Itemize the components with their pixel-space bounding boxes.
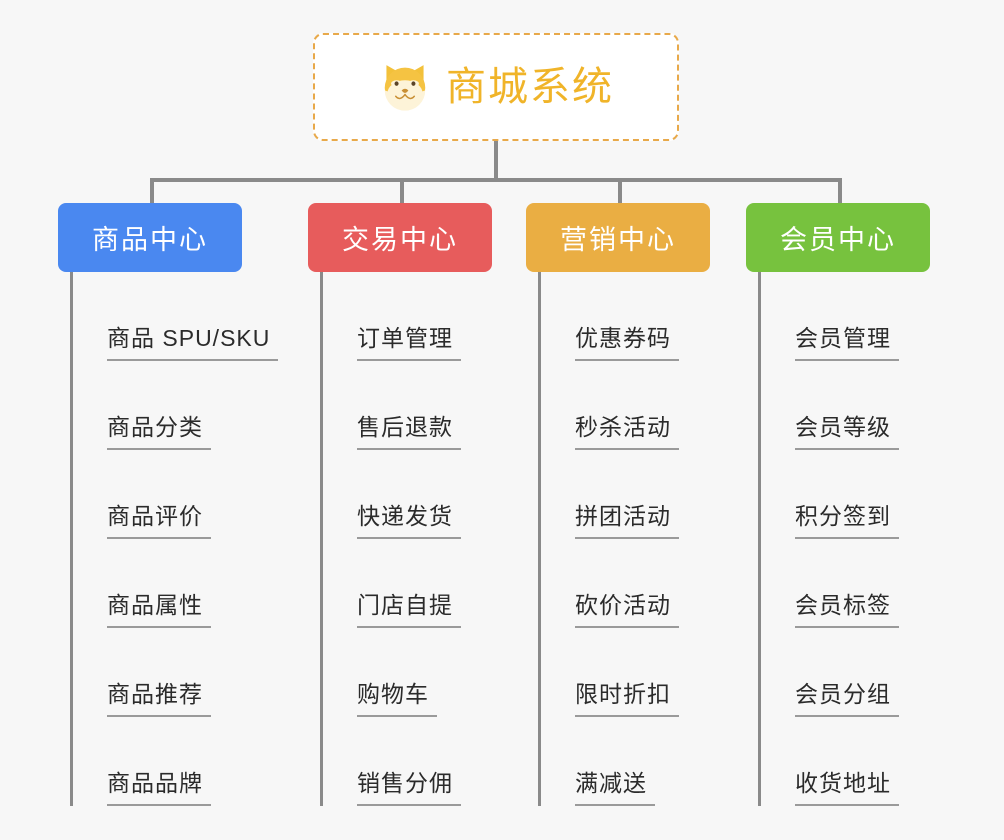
list-item[interactable]: 商品属性 (73, 539, 242, 628)
branch-header-member-center[interactable]: 会员中心 (746, 203, 930, 272)
list-item[interactable]: 砍价活动 (541, 539, 710, 628)
leaf-label: 商品品牌 (107, 764, 211, 806)
list-item[interactable]: 会员标签 (761, 539, 930, 628)
leaf-label: 销售分佣 (357, 764, 461, 806)
shiba-dog-face-icon (378, 60, 432, 114)
leaf-label: 秒杀活动 (575, 408, 679, 450)
list-item[interactable]: 购物车 (323, 628, 492, 717)
leaf-list-member-center: 会员管理 会员等级 积分签到 会员标签 会员分组 收货地址 (758, 272, 930, 806)
branch-header-product-center[interactable]: 商品中心 (58, 203, 242, 272)
connector-drop-product-center (150, 178, 154, 203)
leaf-label: 拼团活动 (575, 497, 679, 539)
connector-horizontal-bus (150, 178, 840, 182)
leaf-label: 购物车 (357, 675, 437, 717)
branch-label: 营销中心 (560, 225, 676, 255)
list-item[interactable]: 会员等级 (761, 361, 930, 450)
list-item[interactable]: 商品评价 (73, 450, 242, 539)
leaf-label: 商品属性 (107, 586, 211, 628)
leaf-label: 收货地址 (795, 764, 899, 806)
leaf-label: 订单管理 (357, 319, 461, 361)
connector-drop-member-center (838, 178, 842, 203)
list-item[interactable]: 销售分佣 (323, 717, 492, 806)
leaf-label: 砍价活动 (575, 586, 679, 628)
leaf-list-marketing-center: 优惠券码 秒杀活动 拼团活动 砍价活动 限时折扣 满减送 (538, 272, 710, 806)
leaf-label: 会员标签 (795, 586, 899, 628)
leaf-label: 积分签到 (795, 497, 899, 539)
leaf-label: 会员分组 (795, 675, 899, 717)
list-item[interactable]: 售后退款 (323, 361, 492, 450)
leaf-label: 快递发货 (357, 497, 461, 539)
leaf-label: 门店自提 (357, 586, 461, 628)
list-item[interactable]: 商品 SPU/SKU (73, 272, 279, 361)
branch-label: 商品中心 (92, 225, 208, 255)
leaf-label: 会员管理 (795, 319, 899, 361)
branch-label: 交易中心 (342, 225, 458, 255)
root-node[interactable]: 商城系统 (313, 33, 679, 141)
leaf-label: 限时折扣 (575, 675, 679, 717)
branch-label: 会员中心 (780, 225, 896, 255)
list-item[interactable]: 订单管理 (323, 272, 492, 361)
branch-member-center: 会员中心 会员管理 会员等级 积分签到 会员标签 会员分组 收货地址 (746, 203, 930, 806)
leaf-label: 商品评价 (107, 497, 211, 539)
connector-root-stem (494, 141, 498, 180)
list-item[interactable]: 快递发货 (323, 450, 492, 539)
branch-header-trade-center[interactable]: 交易中心 (308, 203, 492, 272)
leaf-label: 售后退款 (357, 408, 461, 450)
list-item[interactable]: 会员管理 (761, 272, 930, 361)
leaf-label: 会员等级 (795, 408, 899, 450)
list-item[interactable]: 商品推荐 (73, 628, 242, 717)
leaf-label: 优惠券码 (575, 319, 679, 361)
connector-drop-trade-center (400, 178, 404, 203)
list-item[interactable]: 商品分类 (73, 361, 242, 450)
leaf-label: 商品推荐 (107, 675, 211, 717)
leaf-list-trade-center: 订单管理 售后退款 快递发货 门店自提 购物车 销售分佣 (320, 272, 492, 806)
root-title: 商城系统 (446, 65, 614, 109)
branch-product-center: 商品中心 商品 SPU/SKU 商品分类 商品评价 商品属性 商品推荐 商品品牌 (58, 203, 279, 806)
branch-marketing-center: 营销中心 优惠券码 秒杀活动 拼团活动 砍价活动 限时折扣 满减送 (526, 203, 710, 806)
leaf-label: 满减送 (575, 764, 655, 806)
list-item[interactable]: 拼团活动 (541, 450, 710, 539)
connector-drop-marketing-center (618, 178, 622, 203)
list-item[interactable]: 会员分组 (761, 628, 930, 717)
list-item[interactable]: 商品品牌 (73, 717, 242, 806)
branch-trade-center: 交易中心 订单管理 售后退款 快递发货 门店自提 购物车 销售分佣 (308, 203, 492, 806)
list-item[interactable]: 限时折扣 (541, 628, 710, 717)
list-item[interactable]: 秒杀活动 (541, 361, 710, 450)
leaf-list-product-center: 商品 SPU/SKU 商品分类 商品评价 商品属性 商品推荐 商品品牌 (70, 272, 279, 806)
list-item[interactable]: 门店自提 (323, 539, 492, 628)
leaf-label: 商品分类 (107, 408, 211, 450)
list-item[interactable]: 优惠券码 (541, 272, 710, 361)
branch-header-marketing-center[interactable]: 营销中心 (526, 203, 710, 272)
list-item[interactable]: 收货地址 (761, 717, 930, 806)
list-item[interactable]: 满减送 (541, 717, 710, 806)
leaf-label: 商品 SPU/SKU (107, 319, 279, 361)
list-item[interactable]: 积分签到 (761, 450, 930, 539)
